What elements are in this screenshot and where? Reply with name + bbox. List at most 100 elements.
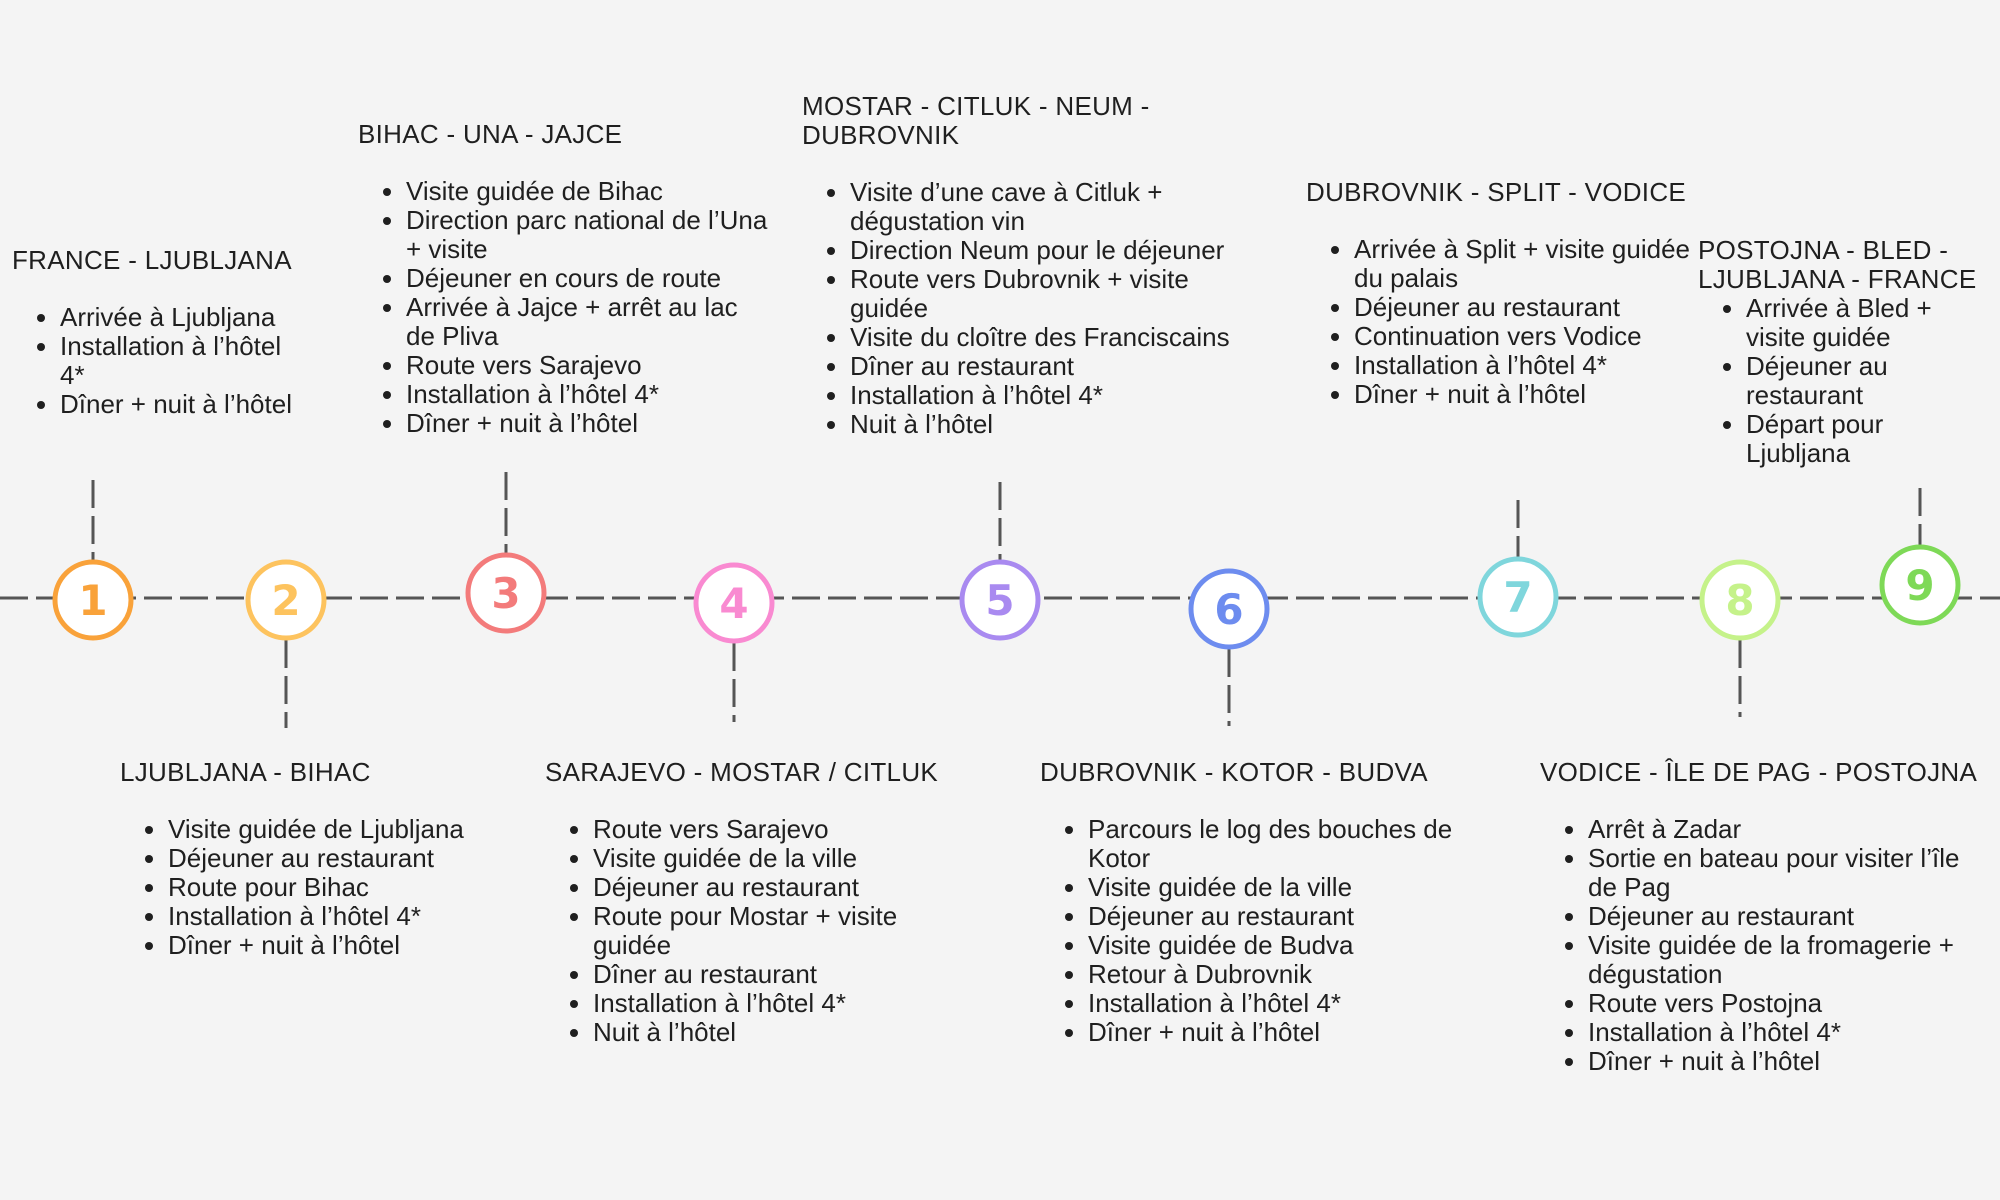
activity-item: Déjeuner au restaurant (593, 873, 965, 902)
day-activities-7: Arrivée à Split + visite guidée du palai… (1306, 235, 1706, 409)
day-activities-8: Arrêt à ZadarSortie en bateau pour visit… (1540, 815, 1990, 1076)
day-node-2: 2 (245, 559, 327, 641)
day-title-3: BIHAC - UNA - JAJCE (358, 119, 623, 149)
day-circle-2 (245, 559, 327, 641)
activity-item: Retour à Dubrovnik (1088, 960, 1500, 989)
activity-item: Déjeuner en cours de route (406, 264, 768, 293)
activity-item: Continuation vers Vodice (1354, 322, 1706, 351)
activity-item: Dîner + nuit à l’hôtel (1588, 1047, 1990, 1076)
activity-item: Déjeuner au restaurant (1588, 902, 1990, 931)
day-block-6: DUBROVNIK - KOTOR - BUDVAParcours le log… (1040, 758, 1500, 1047)
day-activities-2: Visite guidée de LjubljanaDéjeuner au re… (120, 815, 520, 960)
day-block-8: VODICE - ÎLE DE PAG - POSTOJNA Arrêt à Za… (1540, 758, 1990, 1076)
activity-item: Dîner + nuit à l’hôtel (1354, 380, 1706, 409)
day-title-8: VODICE - ÎLE DE PAG - POSTOJNA (1540, 757, 1978, 787)
day-node-8: 8 (1699, 559, 1781, 641)
day-circle-8 (1699, 559, 1781, 641)
day-node-1: 1 (52, 559, 134, 641)
activity-item: Arrivée à Bled + visite guidée (1746, 294, 1990, 352)
activity-item: Visite d’une cave à Citluk + dégustation… (850, 178, 1272, 236)
activity-item: Direction Neum pour le déjeuner (850, 236, 1272, 265)
day-number-9: 9 (1905, 561, 1934, 610)
day-title-2: LJUBLJANA - BIHAC (120, 757, 371, 787)
day-block-1: FRANCE - LJUBLJANAArrivée à LjubljanaIns… (12, 246, 312, 419)
activity-item: Déjeuner au restaurant (1088, 902, 1500, 931)
activity-item: Dîner au restaurant (593, 960, 965, 989)
day-title-5: MOSTAR - CITLUK - NEUM - DUBROVNIK (802, 91, 1150, 150)
activity-item: Route vers Dubrovnik + visite guidée (850, 265, 1272, 323)
activity-item: Dîner au restaurant (850, 352, 1272, 381)
day-activities-9: Arrivée à Bled + visite guidéeDéjeuner a… (1698, 294, 1990, 468)
activity-item: Dîner + nuit à l’hôtel (60, 390, 312, 419)
activity-item: Route vers Sarajevo (593, 815, 965, 844)
day-circle-5 (959, 559, 1041, 641)
day-number-3: 3 (491, 569, 520, 618)
activity-item: Déjeuner au restaurant (1746, 352, 1990, 410)
activity-item: Dîner + nuit à l’hôtel (168, 931, 520, 960)
activity-item: Arrivée à Ljubljana (60, 303, 312, 332)
day-activities-5: Visite d’une cave à Citluk + dégustation… (802, 178, 1272, 439)
activity-item: Départ pour Ljubljana (1746, 410, 1990, 468)
activity-item: Visite guidée de Bihac (406, 177, 768, 206)
activity-item: Visite guidée de Ljubljana (168, 815, 520, 844)
activity-item: Installation à l’hôtel 4* (406, 380, 768, 409)
activity-item: Nuit à l’hôtel (593, 1018, 965, 1047)
day-number-8: 8 (1725, 576, 1754, 625)
day-title-9: POSTOJNA - BLED - LJUBLJANA - FRANCE (1698, 235, 1977, 294)
day-block-7: DUBROVNIK - SPLIT - VODICE Arrivée à Spli… (1306, 178, 1706, 409)
day-node-4: 4 (693, 562, 775, 644)
activity-item: Installation à l’hôtel 4* (1588, 1018, 1990, 1047)
day-number-2: 2 (271, 576, 300, 625)
day-circle-9 (1879, 544, 1961, 626)
day-circle-6 (1188, 568, 1270, 650)
day-block-5: MOSTAR - CITLUK - NEUM - DUBROVNIK Visite… (802, 92, 1272, 439)
day-number-1: 1 (78, 576, 107, 625)
activity-item: Visite guidée de la fromagerie + dégusta… (1588, 931, 1990, 989)
day-block-3: BIHAC - UNA - JAJCE Visite guidée de Biha… (358, 120, 768, 438)
day-title-4: SARAJEVO - MOSTAR / CITLUK (545, 757, 939, 787)
activity-item: Visite du cloître des Franciscains (850, 323, 1272, 352)
day-number-4: 4 (719, 579, 748, 628)
activity-item: Sortie en bateau pour visiter l’île de P… (1588, 844, 1990, 902)
day-number-6: 6 (1214, 585, 1243, 634)
activity-item: Visite guidée de Budva (1088, 931, 1500, 960)
activity-item: Visite guidée de la ville (593, 844, 965, 873)
day-activities-6: Parcours le log des bouches de KotorVisi… (1040, 815, 1500, 1047)
day-activities-4: Route vers SarajevoVisite guidée de la v… (545, 815, 965, 1047)
activity-item: Installation à l’hôtel 4* (1354, 351, 1706, 380)
activity-item: Route vers Sarajevo (406, 351, 768, 380)
activity-item: Dîner + nuit à l’hôtel (1088, 1018, 1500, 1047)
activity-item: Installation à l’hôtel 4* (60, 332, 312, 390)
day-block-2: LJUBLJANA - BIHAC Visite guidée de Ljublj… (120, 758, 520, 960)
activity-item: Route pour Bihac (168, 873, 520, 902)
day-number-7: 7 (1503, 573, 1532, 622)
activity-item: Arrivée à Jajce + arrêt au lac de Pliva (406, 293, 768, 351)
activity-item: Direction parc national de l’Una + visit… (406, 206, 768, 264)
day-circle-1 (52, 559, 134, 641)
day-node-6: 6 (1188, 568, 1270, 650)
day-activities-3: Visite guidée de BihacDirection parc nat… (358, 177, 768, 438)
activity-item: Arrêt à Zadar (1588, 815, 1990, 844)
day-node-5: 5 (959, 559, 1041, 641)
day-node-3: 3 (465, 552, 547, 634)
day-circle-3 (465, 552, 547, 634)
activity-item: Installation à l’hôtel 4* (850, 381, 1272, 410)
activity-item: Parcours le log des bouches de Kotor (1088, 815, 1500, 873)
day-title-7: DUBROVNIK - SPLIT - VODICE (1306, 177, 1687, 207)
activity-item: Installation à l’hôtel 4* (1088, 989, 1500, 1018)
day-block-4: SARAJEVO - MOSTAR / CITLUK Route vers Sar… (545, 758, 965, 1047)
day-number-5: 5 (985, 576, 1014, 625)
activity-item: Route vers Postojna (1588, 989, 1990, 1018)
day-node-9: 9 (1879, 544, 1961, 626)
activity-item: Visite guidée de la ville (1088, 873, 1500, 902)
day-activities-1: Arrivée à LjubljanaInstallation à l’hôte… (12, 303, 312, 419)
activity-item: Arrivée à Split + visite guidée du palai… (1354, 235, 1706, 293)
day-circle-4 (693, 562, 775, 644)
activity-item: Route pour Mostar + visite guidée (593, 902, 965, 960)
activity-item: Dîner + nuit à l’hôtel (406, 409, 768, 438)
activity-item: Installation à l’hôtel 4* (593, 989, 965, 1018)
activity-item: Déjeuner au restaurant (168, 844, 520, 873)
activity-item: Déjeuner au restaurant (1354, 293, 1706, 322)
day-block-9: POSTOJNA - BLED - LJUBLJANA - FRANCEArri… (1698, 236, 1990, 468)
